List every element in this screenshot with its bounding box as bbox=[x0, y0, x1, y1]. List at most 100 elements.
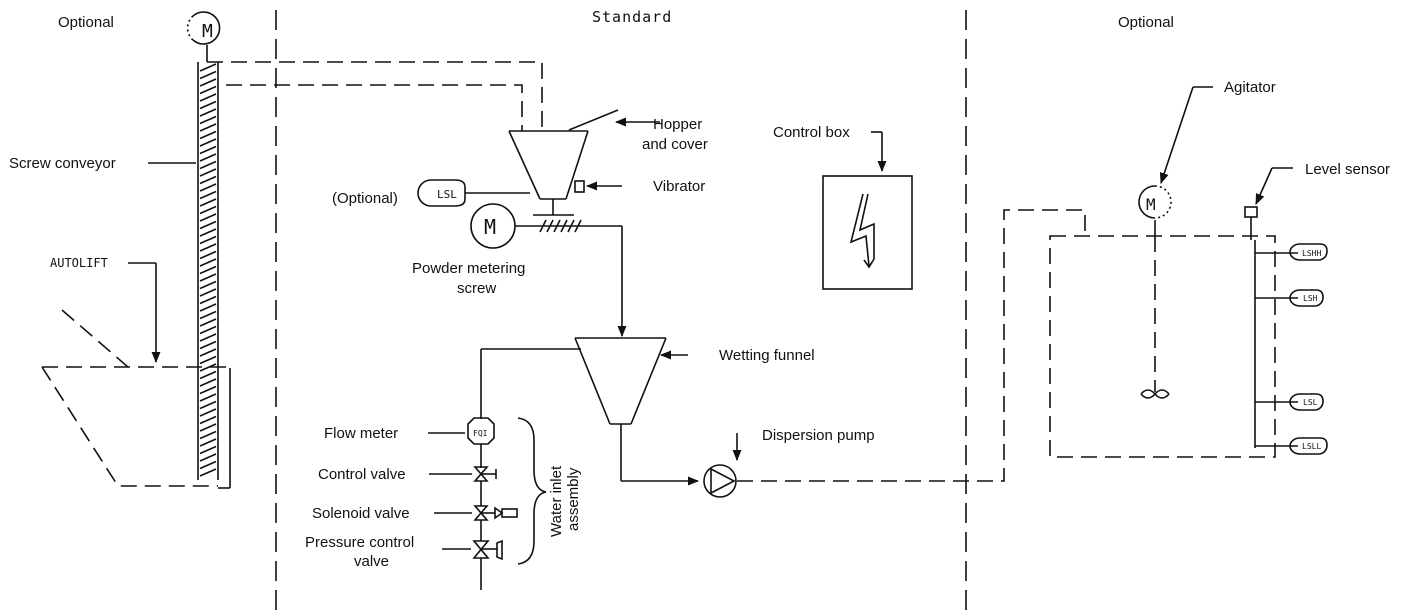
svg-text:M: M bbox=[202, 21, 213, 42]
flow-meter-icon: FQI bbox=[467, 417, 495, 445]
metering-hatch-line bbox=[574, 219, 582, 233]
conveyor-hatch-line bbox=[199, 423, 217, 432]
agitator-blade-icon bbox=[1140, 389, 1170, 399]
conveyor-hatch-line bbox=[199, 130, 217, 140]
lightning-icon bbox=[849, 193, 875, 269]
conveyor-hatch-line bbox=[199, 468, 217, 477]
water-inlet-label: Water inlet bbox=[548, 465, 565, 537]
hopper-cover bbox=[568, 109, 619, 131]
metering-hatch-line bbox=[553, 219, 561, 233]
dispersion-pump bbox=[703, 209, 1086, 498]
conveyor-hatch-line bbox=[199, 213, 217, 222]
conveyor-hatch-line bbox=[199, 438, 217, 447]
conveyor-hatch-line bbox=[199, 198, 217, 207]
section-title-right: Optional bbox=[1118, 14, 1174, 31]
pressure-valve-label-2: valve bbox=[354, 553, 389, 570]
conveyor-hatch-line bbox=[199, 100, 217, 110]
conveyor-hatch-line bbox=[199, 85, 217, 95]
water-line: FQI bbox=[428, 348, 581, 590]
conveyor-hatch-line bbox=[199, 168, 217, 177]
metering-hatch-line bbox=[567, 219, 575, 233]
svg-text:M: M bbox=[1146, 195, 1156, 214]
conveyor-hatch-line bbox=[199, 303, 217, 312]
powder-label: Powder metering bbox=[412, 260, 525, 277]
metering-motor-icon: M bbox=[470, 203, 516, 249]
metering-hatch-line bbox=[539, 219, 547, 233]
conveyor-hatch-line bbox=[199, 378, 217, 387]
conveyor-motor-icon: M bbox=[186, 11, 221, 45]
conveyor-hatch-line bbox=[199, 393, 217, 402]
conveyor-hatch-line bbox=[199, 355, 217, 365]
vibrator-icon bbox=[574, 180, 585, 193]
conveyor-hatch-line bbox=[199, 348, 217, 357]
conveyor-hatch-line bbox=[199, 153, 217, 162]
conveyor-hatch-line bbox=[199, 453, 217, 462]
hopper bbox=[508, 109, 619, 216]
conveyor-hatch-line bbox=[199, 115, 217, 125]
dispersion-pump-label: Dispersion pump bbox=[762, 427, 875, 444]
svg-text:LSLL: LSLL bbox=[1302, 442, 1321, 451]
conveyor-hatch-line bbox=[199, 258, 217, 267]
water-inlet-brace bbox=[517, 417, 547, 565]
conveyor-hatch-line bbox=[199, 430, 217, 440]
optional-tag: (Optional) bbox=[332, 190, 398, 207]
svg-text:LSL: LSL bbox=[1303, 398, 1318, 407]
conveyor-hatch-line bbox=[199, 333, 217, 342]
level-sensor-label: Level sensor bbox=[1305, 161, 1390, 178]
water-inlet-label-2: assembly bbox=[565, 467, 582, 531]
flow-meter-label: Flow meter bbox=[324, 425, 398, 442]
svg-text:M: M bbox=[484, 215, 496, 239]
conveyor-hatch-line bbox=[199, 295, 217, 305]
conveyor-hatch-line bbox=[199, 220, 217, 230]
conveyor-hatch-line bbox=[199, 63, 217, 72]
svg-text:LSHH: LSHH bbox=[1302, 249, 1321, 258]
conveyor-hatch-line bbox=[199, 145, 217, 155]
solenoid-valve-label: Solenoid valve bbox=[312, 505, 410, 522]
vibrator-label: Vibrator bbox=[653, 178, 705, 195]
pump-icon bbox=[703, 464, 737, 498]
powder-feed-line bbox=[207, 61, 543, 131]
screw-conveyor: M bbox=[148, 11, 231, 489]
control-box bbox=[822, 175, 913, 290]
wetting-funnel bbox=[574, 337, 700, 486]
lsl-sensor: LSL bbox=[417, 179, 530, 207]
conveyor-hatch-line bbox=[199, 280, 217, 290]
conveyor-hatch-line bbox=[199, 70, 217, 80]
conveyor-hatch-line bbox=[199, 460, 217, 470]
lsl-switch: LSL bbox=[1255, 393, 1324, 411]
control-valve-icon bbox=[473, 466, 497, 482]
lshh-switch: LSHH bbox=[1255, 243, 1328, 261]
conveyor-hatch-line bbox=[199, 93, 217, 102]
section-dividers bbox=[275, 10, 967, 612]
conveyor-hatch-line bbox=[199, 325, 217, 335]
conveyor-hatch-line bbox=[199, 273, 217, 282]
conveyor-hatch-line bbox=[199, 265, 217, 275]
pressure-control-valve-icon bbox=[472, 539, 503, 561]
conveyor-hatch-line bbox=[199, 340, 217, 350]
pressure-valve-label: Pressure control bbox=[305, 534, 414, 551]
agitator-label: Agitator bbox=[1224, 79, 1276, 96]
water-inlet-label-group: Water inlet assembly bbox=[548, 465, 582, 537]
conveyor-hatch-line bbox=[199, 175, 217, 185]
control-valve-label: Control valve bbox=[318, 466, 406, 483]
conveyor-hatch-line bbox=[199, 385, 217, 395]
solenoid-valve-icon bbox=[473, 505, 518, 521]
conveyor-hatch-line bbox=[199, 445, 217, 455]
wetting-funnel-label: Wetting funnel bbox=[719, 347, 815, 364]
conveyor-hatch-line bbox=[199, 400, 217, 410]
metering-hatch-line bbox=[560, 219, 568, 233]
lsh-switch: LSH bbox=[1255, 289, 1324, 307]
conveyor-hatch-line bbox=[199, 415, 217, 425]
conveyor-hatch-line bbox=[199, 288, 217, 297]
conveyor-hatch-line bbox=[199, 235, 217, 245]
lsll-switch: LSLL bbox=[1255, 437, 1328, 455]
conveyor-hatch-line bbox=[199, 250, 217, 260]
autolift-bin bbox=[41, 262, 230, 487]
conveyor-hatch-line bbox=[199, 370, 217, 380]
conveyor-hatch-line bbox=[199, 318, 217, 327]
powder-metering-screw: M bbox=[470, 203, 627, 338]
conveyor-hatch-line bbox=[199, 190, 217, 200]
conveyor-hatch-line bbox=[199, 243, 217, 252]
hopper-label-2: and cover bbox=[642, 136, 708, 153]
